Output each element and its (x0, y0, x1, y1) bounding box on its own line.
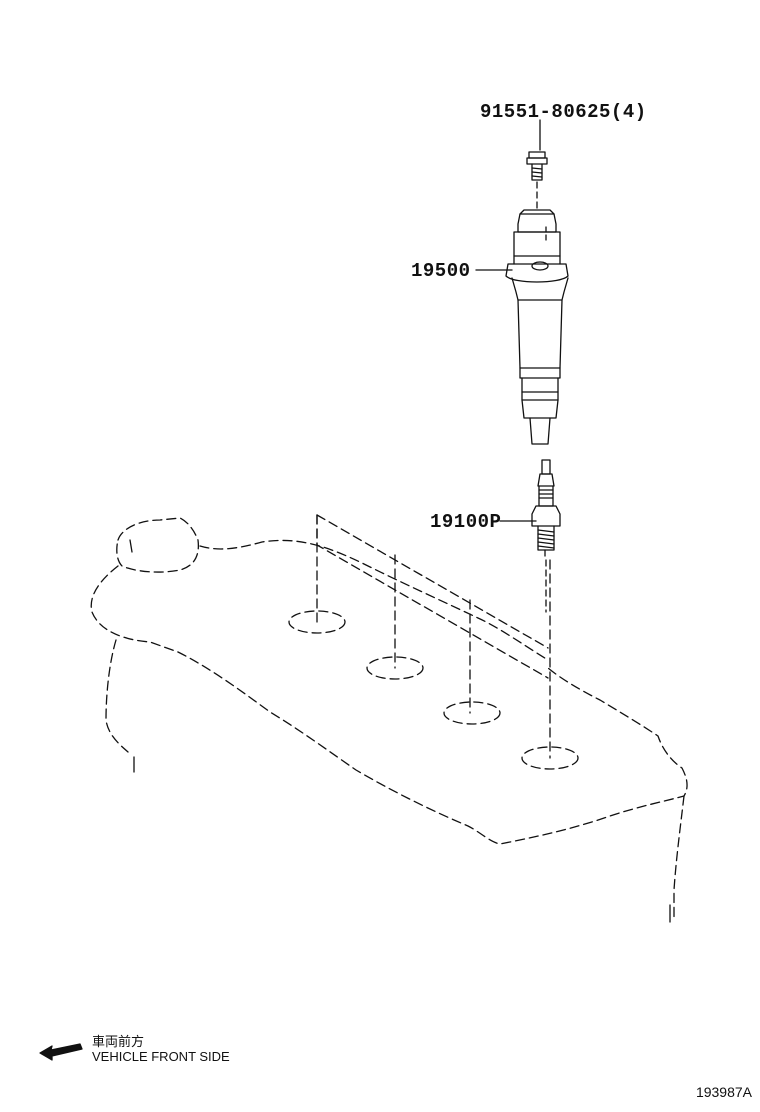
coil-part-number: 19500 (411, 260, 471, 282)
ignition-coil-part (505, 209, 569, 445)
legend-japanese: 車両前方 (92, 1034, 145, 1049)
cylinder-head-outline (90, 514, 688, 921)
bolt-part-number: 91551-80625(4) (480, 101, 647, 123)
plug-part-number: 19100P (430, 511, 502, 533)
arrow-left-icon (39, 1043, 83, 1061)
legend-english: VEHICLE FRONT SIDE (92, 1049, 230, 1064)
figure-id: 193987A (695, 1084, 752, 1100)
spark-plug-part (531, 459, 561, 613)
bolt-part (526, 151, 548, 213)
